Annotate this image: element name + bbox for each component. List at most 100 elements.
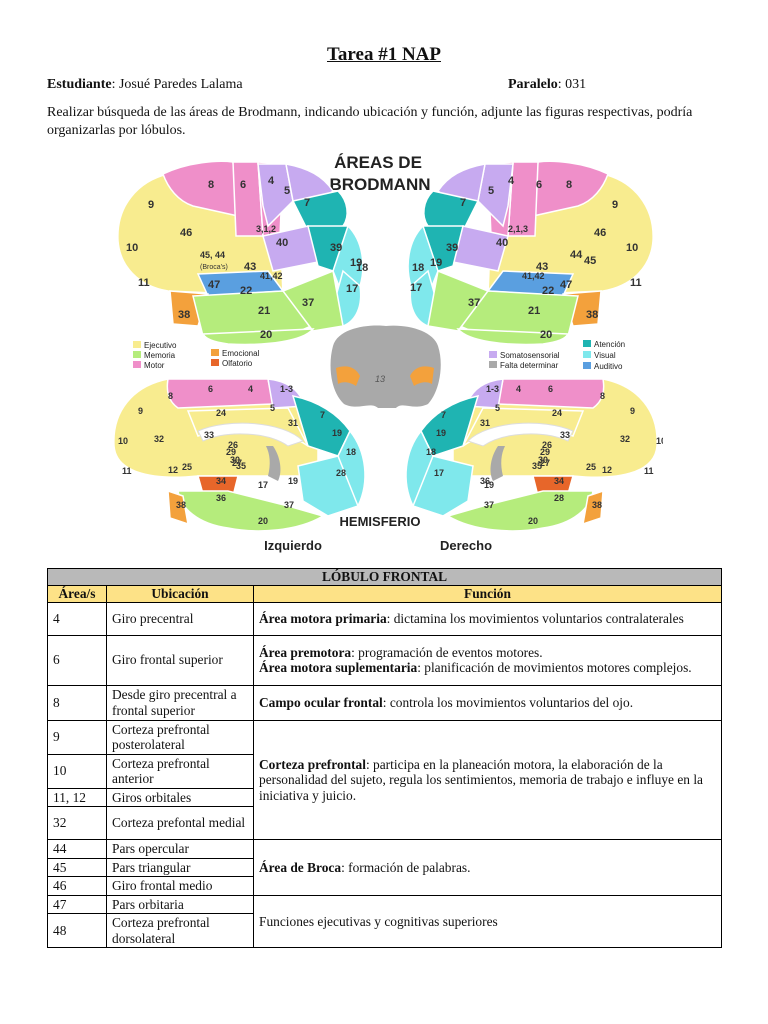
brodmann-area-number: 17	[258, 480, 268, 490]
brodmann-area-number: 38	[586, 309, 598, 321]
brodmann-area-number: 30	[230, 455, 240, 465]
legend-swatch-olfatorio	[211, 359, 219, 366]
legend-ejecutivo: Ejecutivo	[144, 341, 177, 350]
frontal-lobe-table: LÓBULO FRONTAL Área/s Ubicación Función …	[47, 568, 722, 948]
brodmann-area-number: 1-3	[486, 384, 499, 394]
brodmann-area-number: 45	[584, 255, 596, 267]
function-desc: : formación de palabras.	[341, 859, 471, 875]
brodmann-area-number: 6	[548, 384, 553, 394]
legend-swatch-motor	[133, 361, 141, 368]
brodmann-area-number: 6	[208, 384, 213, 394]
cell-function-exec: Funciones ejecutivas y cognitivas superi…	[253, 894, 722, 948]
cell-location: Giro frontal medio	[106, 876, 254, 896]
lobe-title: LÓBULO FRONTAL	[47, 568, 722, 586]
brodmann-area-number: 21	[528, 305, 540, 317]
cell-area: 48	[47, 913, 107, 948]
brodmann-area-number: 7	[460, 197, 466, 209]
paralelo-value: : 031	[557, 77, 587, 92]
brodmann-area-number: 35	[532, 461, 542, 471]
brodmann-area-number: 20	[540, 329, 552, 341]
center-brain-13: 13	[330, 325, 441, 408]
brodmann-area-number: 1-3	[280, 384, 293, 394]
student-line: Estudiante: Josué Paredes Lalama	[47, 77, 243, 93]
cell-location: Giros orbitales	[106, 787, 254, 807]
brodmann-figure: ÁREAS DE BRODMANN	[113, 153, 663, 553]
brodmann-area-number: 9	[148, 199, 154, 211]
brodmann-area-number: 38	[176, 500, 186, 510]
brodmann-area-number: 4	[516, 384, 521, 394]
instructions: Realizar búsqueda de las áreas de Brodma…	[47, 105, 693, 138]
brodmann-area-number: 10	[126, 242, 138, 254]
cell-location: Corteza prefrontal posterolateral	[106, 719, 254, 755]
cell-function-broca: Área de Broca: formación de palabras.	[253, 839, 722, 896]
brodmann-area-number: 5	[488, 185, 494, 197]
brodmann-area-number: 29	[540, 447, 550, 457]
brodmann-area-number: 36	[216, 493, 226, 503]
brodmann-area-number: 25	[182, 462, 192, 472]
brodmann-area-number: 34	[554, 476, 564, 486]
function-term: Área de Broca	[259, 859, 342, 875]
brodmann-area-number: 6	[536, 179, 542, 191]
legend-swatch-emocional	[211, 349, 219, 356]
brodmann-area-number: 38	[178, 309, 190, 321]
legend-falta-determinar: Falta determinar	[500, 361, 559, 370]
brodmann-area-number: 9	[630, 406, 635, 416]
student-label: Estudiante	[47, 77, 112, 92]
legend-swatch-ejecutivo	[133, 341, 141, 348]
right-lateral-hemisphere	[407, 160, 654, 346]
function-term: Área motora suplementaria	[259, 660, 418, 675]
legend-swatch-memoria	[133, 351, 141, 358]
brodmann-area-number: 11	[630, 277, 642, 289]
brodmann-area-number: 37	[484, 500, 494, 510]
legend-swatch-visual	[583, 351, 591, 358]
student-value: : Josué Paredes Lalama	[111, 77, 243, 92]
legend-swatch-atencion	[583, 340, 591, 347]
cell-location: Corteza prefrontal dorsolateral	[106, 913, 254, 948]
brodmann-area-number: 36	[480, 476, 490, 486]
brodmann-area-number: 31	[480, 418, 490, 428]
broca-label: (Broca's)	[200, 264, 228, 271]
brodmann-area-number: 24	[216, 408, 226, 418]
legend-right-top: Atención Visual Auditivo	[583, 340, 625, 371]
table-row: 48 Corteza prefrontal dorsolateral	[47, 913, 722, 948]
cell-location: Pars triangular	[106, 857, 254, 877]
brodmann-area-number: 33	[560, 430, 570, 440]
brodmann-area-number: 41,42	[522, 271, 545, 281]
brodmann-area-number: 7	[441, 410, 446, 420]
center-area-13: 13	[375, 374, 385, 384]
brodmann-area-number: 43	[536, 261, 548, 273]
table-row: 45 Pars triangular	[47, 857, 722, 877]
brodmann-area-number: 46	[594, 227, 606, 239]
legend-auditivo: Auditivo	[594, 362, 623, 371]
brodmann-area-number: 7	[320, 410, 325, 420]
legend-swatch-auditivo	[583, 362, 591, 369]
left-medial-hemisphere	[113, 378, 366, 532]
brodmann-area-number: 37	[302, 297, 314, 309]
brodmann-area-number: 4	[268, 175, 275, 187]
legend-memoria: Memoria	[144, 351, 176, 360]
brodmann-area-number: 40	[276, 237, 288, 249]
brodmann-area-number: 5	[495, 403, 500, 413]
brodmann-area-number: 10	[118, 436, 128, 446]
brodmann-area-number: 18	[346, 447, 356, 457]
right-medial-hemisphere	[405, 378, 658, 532]
cell-function: Campo ocular frontal: controla los movim…	[253, 684, 722, 721]
cell-area: 44	[47, 839, 107, 859]
function-term: Área motora primaria	[259, 610, 387, 626]
brodmann-area-number: 12	[602, 465, 612, 475]
brodmann-area-number: 44	[570, 249, 583, 261]
legend-swatch-somatosensorial	[489, 351, 497, 358]
brodmann-area-number: 11	[122, 466, 132, 476]
brodmann-area-number: 17	[410, 282, 422, 294]
brodmann-area-number: 19	[350, 257, 362, 269]
brodmann-area-number: 5	[284, 185, 290, 197]
brodmann-area-number: 25	[586, 462, 596, 472]
brodmann-area-number: 9	[612, 199, 618, 211]
brodmann-area-number: 4	[508, 175, 515, 187]
col-area: Área/s	[47, 584, 107, 603]
brodmann-area-number: 46	[180, 227, 192, 239]
function-desc: : dictamina los movimientos voluntarios …	[386, 610, 684, 626]
brodmann-area-number: 47	[560, 279, 572, 291]
brodmann-area-number: 38	[592, 500, 602, 510]
brodmann-area-number: 19	[484, 480, 494, 490]
